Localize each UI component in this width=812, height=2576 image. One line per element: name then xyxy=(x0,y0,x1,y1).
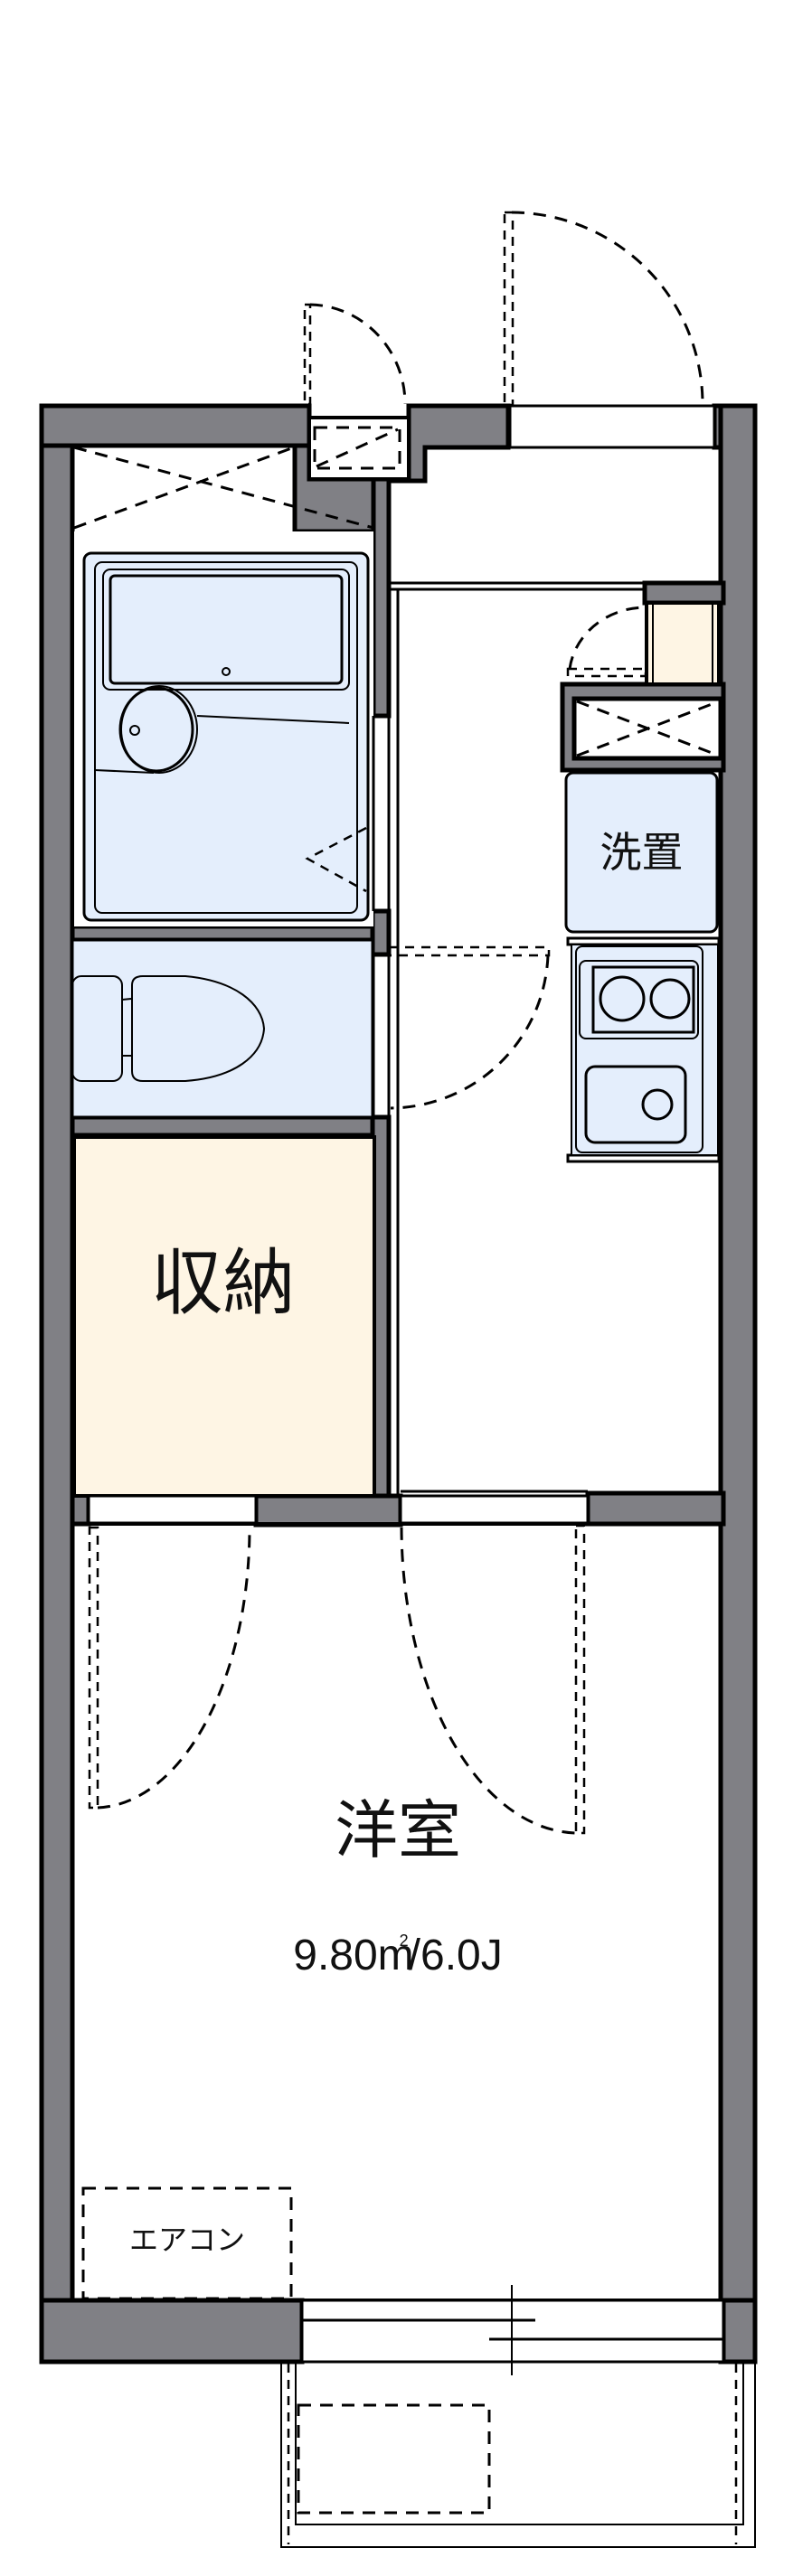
kitchen-counter xyxy=(566,936,721,1163)
entrance-door[interactable] xyxy=(503,211,704,407)
bath-ceiling-void xyxy=(73,446,374,530)
washer-label: 洗置 xyxy=(600,828,684,877)
area-jo: /6.0J xyxy=(408,1932,503,1979)
meter-box-door[interactable] xyxy=(303,303,409,419)
room-door[interactable] xyxy=(399,1494,590,1835)
balcony xyxy=(280,2361,756,2548)
entrance xyxy=(389,404,716,591)
area-value: 9.80 xyxy=(293,1932,378,1979)
unit-bath xyxy=(74,531,391,926)
air-conditioner-label: エアコン xyxy=(128,2223,245,2257)
storage-label: 収納 xyxy=(150,1241,296,1325)
room-area-label: 9.80m2/6.0J xyxy=(163,1932,633,1978)
toilet-room xyxy=(71,938,391,1119)
area-unit: m xyxy=(377,1932,414,1979)
storage-closet xyxy=(72,1135,376,1498)
sliding-window[interactable] xyxy=(300,2285,725,2375)
air-conditioner-box xyxy=(81,2186,293,2300)
washer-space xyxy=(564,771,719,934)
storage-door[interactable] xyxy=(87,1494,258,1810)
meter-box xyxy=(307,416,411,481)
toilet-door[interactable] xyxy=(387,945,551,1110)
area-superscript: 2 xyxy=(399,1932,409,1950)
western-room xyxy=(71,1522,722,2302)
pipe-shaft xyxy=(571,696,723,761)
room-name-label: 洋室 xyxy=(335,1793,461,1867)
shoe-closet xyxy=(566,601,721,686)
